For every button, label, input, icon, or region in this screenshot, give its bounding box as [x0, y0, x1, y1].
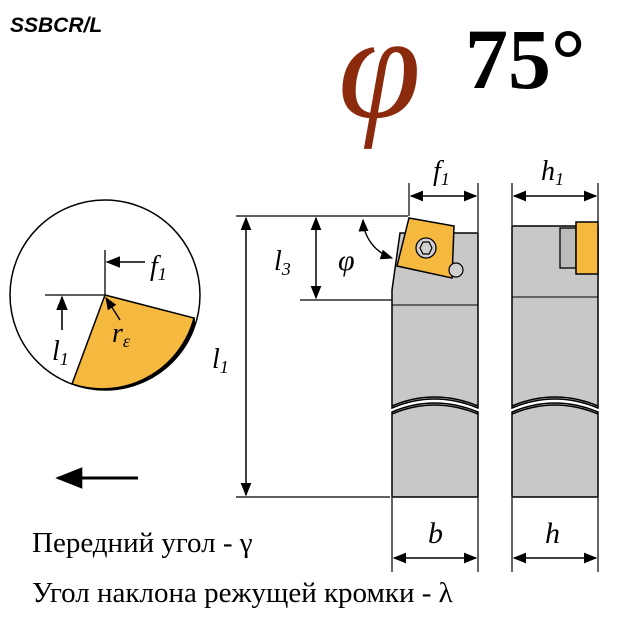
side-insert	[575, 221, 599, 275]
label-f1-detail: f1	[150, 251, 167, 284]
pin	[448, 262, 464, 278]
side-break-top	[511, 396, 599, 407]
side-shank-lower	[511, 402, 599, 498]
screw-hex-icon	[419, 241, 433, 255]
approach-angle-arc	[358, 218, 394, 260]
holder-front-view	[391, 217, 479, 498]
label-f1-top: f1	[433, 156, 450, 189]
label-l1-main: l1	[212, 344, 229, 377]
left-dimensions	[236, 215, 408, 498]
label-phi: φ	[338, 244, 355, 277]
inclination-angle-caption: Угол наклона режущей кромки - λ	[32, 577, 453, 609]
label-l1-detail: l1	[52, 336, 69, 369]
label-corner-radius: rε	[112, 318, 131, 351]
insert-detail-view	[9, 199, 201, 391]
approach-angle-value: 75°	[465, 11, 586, 107]
side-break-bottom	[511, 404, 599, 415]
top-dimensions	[408, 183, 599, 232]
bottom-dimensions	[391, 498, 599, 572]
insert-corner-fill	[71, 294, 195, 390]
clamp-screw	[415, 237, 437, 259]
approach-angle-symbol: φ	[338, 0, 421, 150]
label-b: b	[428, 517, 443, 550]
holder-shank-lower	[391, 402, 479, 498]
label-h: h	[545, 517, 560, 550]
break-line-bottom	[391, 404, 479, 415]
label-l3: l3	[274, 246, 291, 279]
rake-angle-caption: Передний угол - γ	[32, 527, 253, 559]
detail-circle	[9, 199, 201, 391]
side-clamp	[559, 227, 577, 269]
label-h1-top: h1	[541, 156, 564, 189]
corner-radius-arrow	[105, 296, 121, 321]
dimension-labels: f1 h1 f1 l1 rε l3 φ l1 b h	[52, 156, 564, 550]
tool-designation: SSBCR/L	[10, 14, 103, 37]
holder-side-view	[511, 221, 599, 498]
break-line-top	[391, 396, 479, 407]
